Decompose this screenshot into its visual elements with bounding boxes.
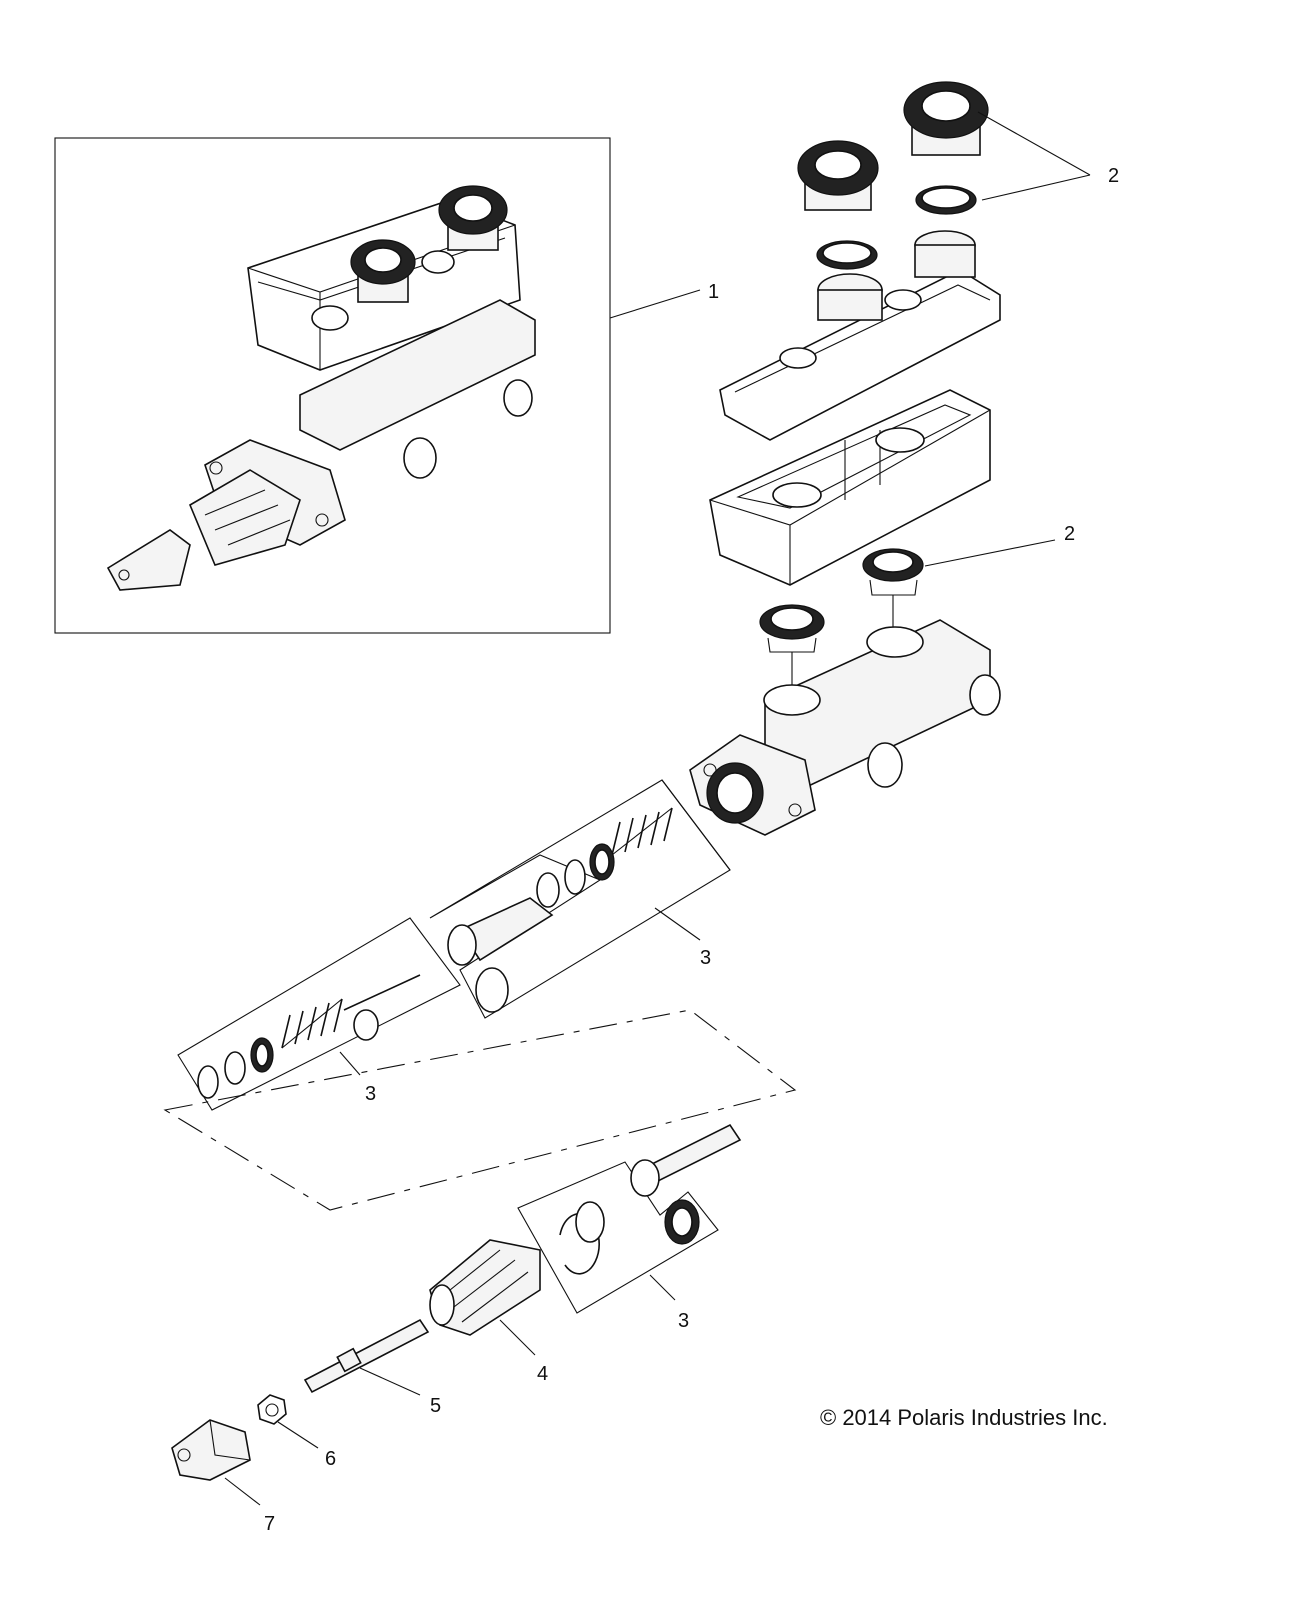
assembly-inset (54, 137, 611, 634)
reservoir-cap-icon (350, 239, 416, 303)
callout-3-upper: 3 (700, 947, 711, 969)
clevis (171, 1419, 251, 1481)
cap-left (797, 140, 879, 211)
spring-icon (281, 998, 343, 1049)
seal-ring-upper-right (915, 185, 977, 215)
callout-5: 5 (430, 1395, 441, 1417)
callout-3-lower: 3 (678, 1310, 689, 1332)
reservoir-lid (719, 230, 1001, 441)
dashed-frame (163, 1009, 797, 1211)
reservoir-cap-icon (438, 185, 508, 251)
callout-2-upper: 2 (1108, 165, 1119, 187)
callout-1: 1 (708, 281, 719, 303)
copyright-text: © 2014 Polaris Industries Inc. (820, 1405, 1108, 1430)
callout-6: 6 (325, 1448, 336, 1470)
callout-2-lower: 2 (1064, 523, 1075, 545)
seal-kit-upper (429, 779, 731, 1019)
seal-ring-upper-left (816, 240, 878, 270)
jam-nut (257, 1394, 287, 1425)
leader-lines (224, 111, 1091, 1506)
callout-7: 7 (264, 1513, 275, 1535)
dust-boot (429, 1239, 541, 1336)
spring-icon (611, 807, 673, 856)
reservoir-tank (709, 389, 991, 586)
seal-kit-pushrod (517, 1123, 742, 1314)
grommet-right (862, 548, 924, 596)
master-cylinder-body (689, 619, 1001, 836)
callout-4: 4 (537, 1363, 548, 1385)
cap-right (903, 81, 989, 156)
pushrod (303, 1318, 430, 1394)
callout-3-left: 3 (365, 1083, 376, 1105)
grommet-left (759, 604, 825, 653)
seal-kit-lower (177, 917, 461, 1111)
